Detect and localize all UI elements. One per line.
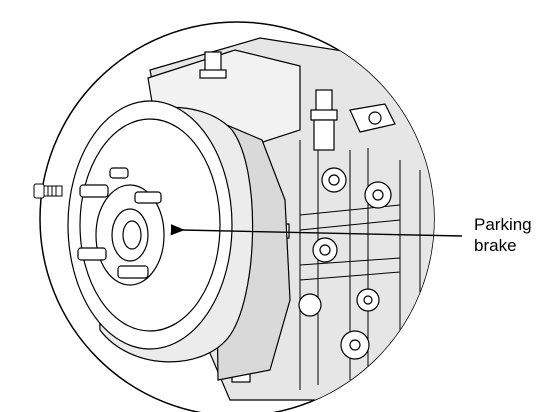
callout-arrow (170, 224, 463, 237)
callout-line-2: brake (474, 236, 517, 255)
wheel-studs (77, 167, 162, 279)
drum-screw (33, 183, 63, 199)
housing-bosses (298, 167, 392, 360)
parking-brake-label: Parking brake (474, 214, 532, 256)
callout-line-1: Parking (474, 215, 532, 234)
top-studs (199, 51, 396, 151)
